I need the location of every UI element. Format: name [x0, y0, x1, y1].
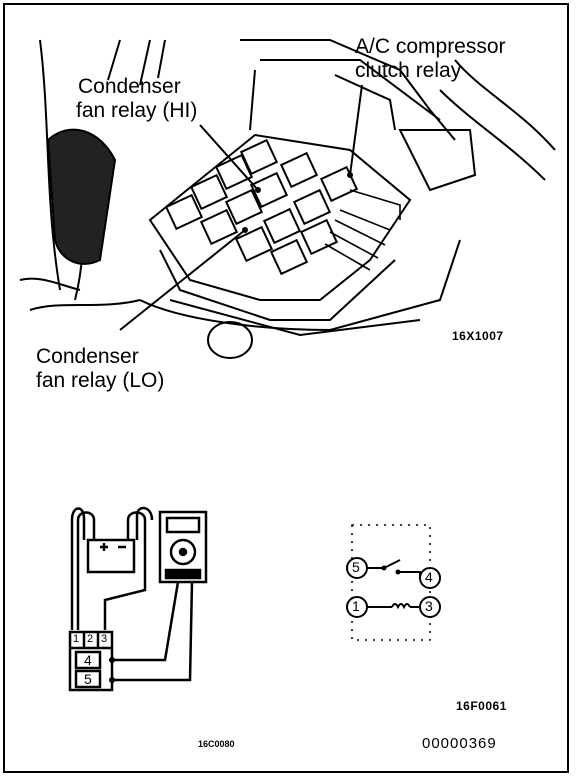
relay-terminal-2: 2 [87, 633, 94, 645]
relay-terminal-4: 4 [84, 652, 92, 668]
hi-relay-label-line2: fan relay (HI) [76, 99, 198, 122]
schematic-terminal-1: 1 [352, 598, 360, 614]
figure-code-top: 16X1007 [452, 329, 504, 343]
schematic-terminal-4: 4 [425, 569, 433, 585]
coil-symbol [391, 603, 411, 610]
ac-relay-label-line2: clutch relay [355, 59, 462, 82]
lo-relay-label-line2: fan relay (LO) [36, 369, 165, 392]
figure-code-meter: 16C0080 [198, 739, 235, 749]
relay-terminal-1: 1 [73, 633, 80, 645]
figure-code-circuit: 16F0061 [456, 699, 507, 713]
battery-icon [86, 538, 136, 574]
switch-symbol [383, 559, 401, 569]
lo-relay-label-line1: Condenser [36, 345, 139, 368]
schematic-terminal-3: 3 [425, 598, 433, 614]
schematic-terminal-5: 5 [352, 559, 360, 575]
document-number: 00000369 [422, 735, 497, 752]
hi-relay-label-line1: Condenser [78, 75, 181, 98]
ac-relay-label-line1: A/C compressor [355, 35, 506, 58]
relay-terminal-3: 3 [101, 633, 108, 645]
relay-terminal-5: 5 [84, 671, 92, 687]
